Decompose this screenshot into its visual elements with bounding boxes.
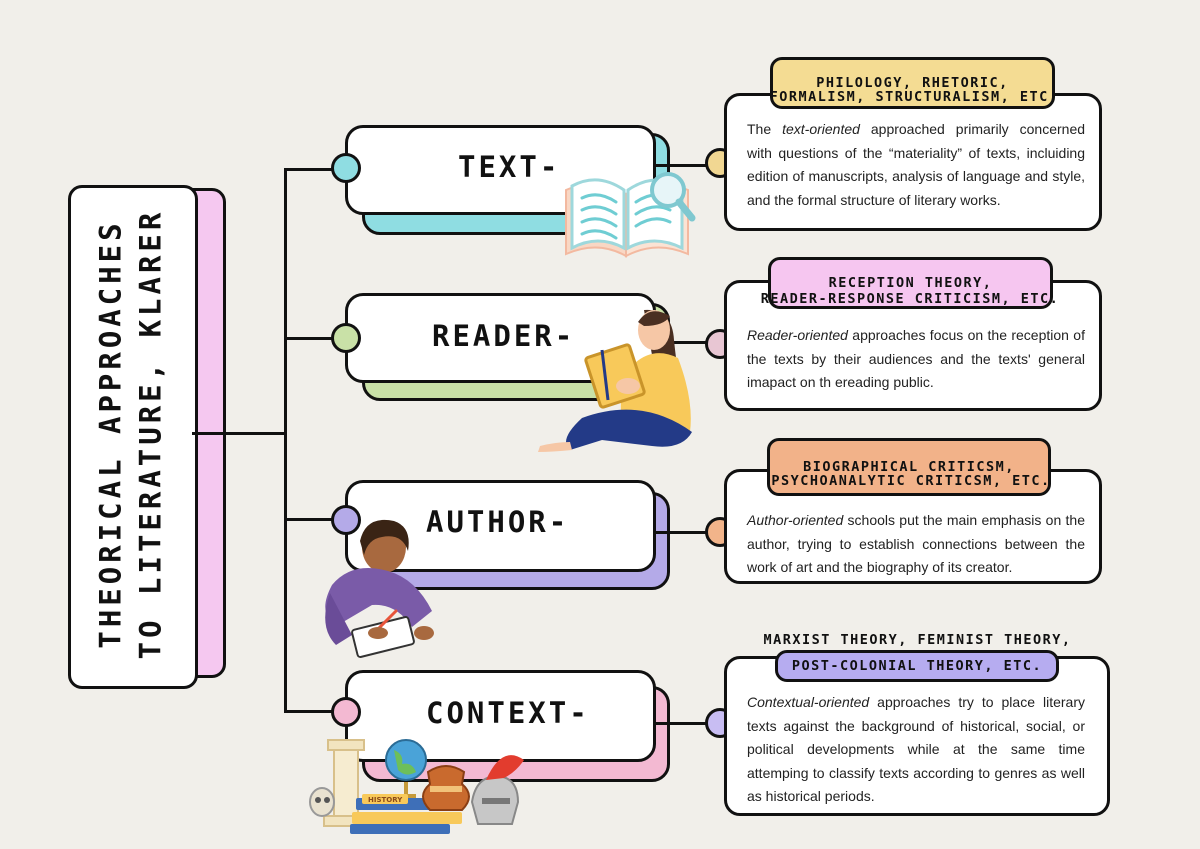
context-description: Contextual-oriented approaches try to pl… bbox=[747, 691, 1085, 809]
history-book-label: HISTORY bbox=[368, 796, 403, 804]
text-description: The text-oriented approached primarily c… bbox=[747, 118, 1085, 212]
author-dot bbox=[331, 505, 361, 535]
man-writing-icon bbox=[325, 519, 434, 658]
context-desc-post: approaches try to place literary texts a… bbox=[747, 694, 1085, 804]
text-to-info-line bbox=[653, 164, 711, 167]
reader-description: Reader-oriented approaches focus on the … bbox=[747, 324, 1085, 395]
connector-reader bbox=[284, 337, 332, 340]
text-tag: PHILOLOGY, RHETORIC, bbox=[770, 57, 1055, 109]
title-line-1: THEORICAL APPROACHES bbox=[93, 219, 127, 649]
context-to-info-line bbox=[653, 722, 711, 725]
reader-desc-em: Reader-oriented bbox=[747, 327, 848, 343]
context-tag-line-2: POST-COLONIAL THEORY, ETC. bbox=[791, 658, 1043, 674]
author-tag-line-2: PSYCHOANALYTIC CRITICSM, ETC. bbox=[771, 473, 1051, 489]
author-tag-line-1: BIOGRAPHICAL CRITICSM, bbox=[803, 459, 1015, 475]
context-tag: POST-COLONIAL THEORY, ETC. bbox=[775, 650, 1059, 682]
context-dot bbox=[331, 697, 361, 727]
context-label: CONTEXT- bbox=[426, 696, 590, 730]
author-desc-post: schools put the main emphasis on the aut… bbox=[747, 512, 1085, 575]
author-description: Author-oriented schools put the main emp… bbox=[747, 509, 1085, 580]
context-tag-line-1: MARXIST THEORY, FEMINIST THEORY, bbox=[763, 632, 1072, 648]
text-info-box bbox=[724, 93, 1102, 231]
connector-text bbox=[284, 168, 332, 171]
text-label: TEXT- bbox=[458, 150, 561, 184]
connector-main bbox=[192, 432, 287, 435]
reader-tag-line-2: READER-RESPONSE CRITICISM, ETC. bbox=[760, 291, 1060, 307]
reader-tag-line-1: RECEPTION THEORY, bbox=[828, 275, 993, 291]
connector-author bbox=[284, 518, 332, 521]
reader-label: READER- bbox=[432, 319, 576, 353]
title: THEORICAL APPROACHES TO LITERATURE, KLAR… bbox=[68, 185, 192, 683]
reader-dot bbox=[331, 323, 361, 353]
text-tag-line-1: PHILOLOGY, RHETORIC, bbox=[816, 75, 1009, 91]
connector-context bbox=[284, 710, 332, 713]
reader-desc-post: approaches focus on the reception of the… bbox=[747, 327, 1085, 390]
woman-reading-icon bbox=[538, 309, 692, 452]
text-dot bbox=[331, 153, 361, 183]
author-to-info-line bbox=[653, 531, 711, 534]
title-card bbox=[68, 185, 198, 689]
context-desc-em: Contextual-oriented bbox=[747, 694, 870, 710]
reader-tag: RECEPTION THEORY, bbox=[768, 257, 1053, 309]
history-artifacts-icon: HISTORY bbox=[309, 739, 524, 834]
author-desc-em: Author-oriented bbox=[747, 512, 844, 528]
reader-to-info-line bbox=[653, 341, 711, 344]
title-line-2: TO LITERATURE, KLARER bbox=[133, 208, 167, 660]
text-desc-em: text-oriented bbox=[782, 121, 860, 137]
author-label: AUTHOR- bbox=[426, 505, 570, 539]
text-tag-line-2: FORMALISM, STRUCTURALISM, ETC. bbox=[769, 89, 1059, 105]
connector-trunk bbox=[284, 168, 287, 713]
author-tag: BIOGRAPHICAL CRITICSM, bbox=[767, 438, 1051, 496]
text-desc-pre: The bbox=[747, 121, 783, 137]
open-book-magnifier-icon bbox=[565, 172, 696, 258]
text-desc-post: approached primarily concerned with ques… bbox=[747, 121, 1086, 208]
